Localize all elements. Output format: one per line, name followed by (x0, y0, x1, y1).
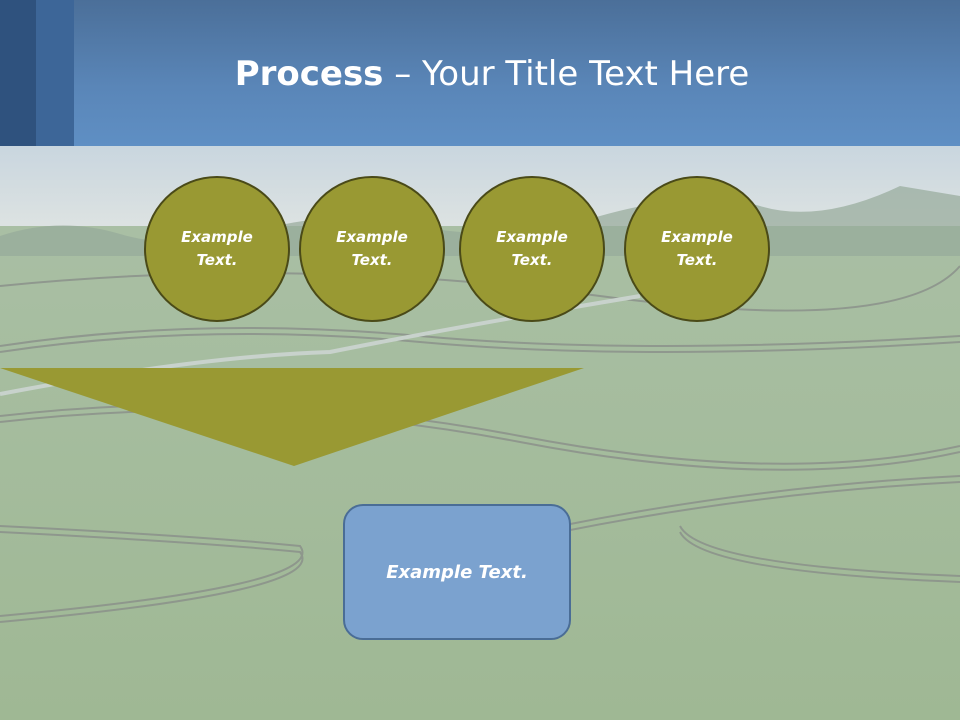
process-result-label: Example Text. (386, 561, 528, 583)
process-result-box[interactable]: Example Text. (343, 504, 571, 640)
process-step-circle-2[interactable]: Example Text. (299, 176, 445, 322)
process-step-circle-4[interactable]: Example Text. (624, 176, 770, 322)
header-accent-strip-light (36, 0, 74, 146)
slide-title-bold: Process (234, 54, 384, 94)
header-accent-strip (0, 0, 36, 146)
process-step-label: Example Text. (336, 228, 408, 269)
title-bar: Process – Your Title Text Here (0, 0, 960, 146)
process-step-circle-3[interactable]: Example Text. (459, 176, 605, 322)
process-step-label: Example Text. (181, 228, 253, 269)
process-step-circle-1[interactable]: Example Text. (144, 176, 290, 322)
process-step-label: Example Text. (661, 228, 733, 269)
slide-title[interactable]: Process – Your Title Text Here (0, 52, 960, 96)
funnel-arrow-shape[interactable] (0, 368, 584, 466)
process-step-label: Example Text. (496, 228, 568, 269)
slide-title-rest: – Your Title Text Here (383, 54, 750, 94)
